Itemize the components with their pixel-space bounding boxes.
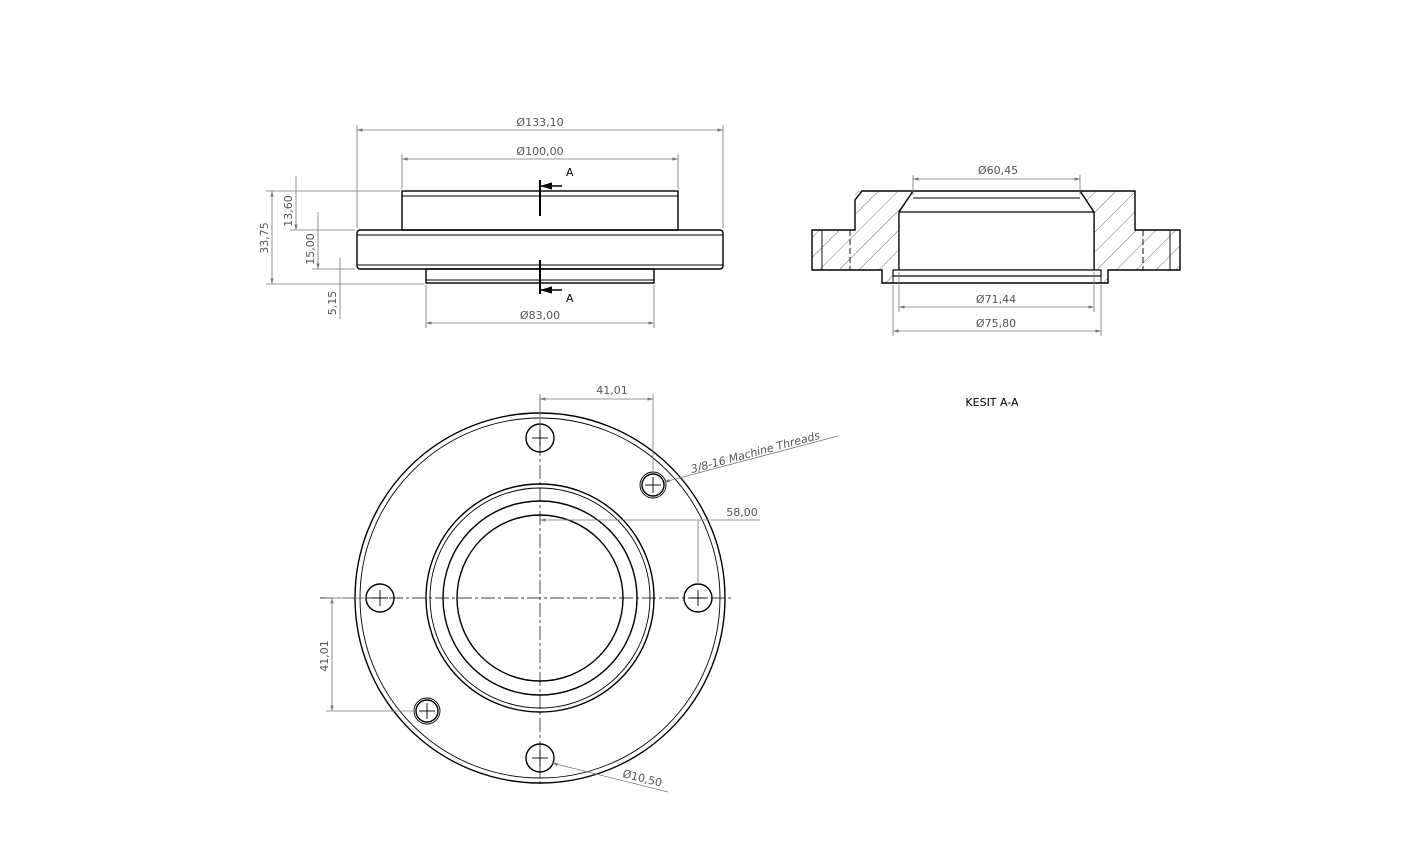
dim-horizontal-offset: 41,01 xyxy=(596,384,628,397)
dim-bottom-height: 5,15 xyxy=(326,291,339,316)
dim-bottom-dia: Ø83,00 xyxy=(520,309,560,322)
dim-outer-dia: Ø133,10 xyxy=(516,116,563,129)
dim-top-bore: Ø60,45 xyxy=(978,164,1018,177)
dim-total-height: 33,75 xyxy=(258,222,271,254)
section-title: KESIT A-A xyxy=(965,396,1019,409)
section-view: Ø60,45 Ø71,44 Ø75,80 KESIT A-A xyxy=(811,164,1181,409)
dim-flange-height: 15,00 xyxy=(304,233,317,265)
thread-callout: 3/8-16 Machine Threads xyxy=(689,429,821,476)
threaded-hole-lower-left xyxy=(413,697,441,725)
section-mark-top: A xyxy=(566,166,574,179)
bolt-hole-bottom xyxy=(525,743,555,773)
section-right-solid xyxy=(1080,191,1143,283)
dim-radius: 58,00 xyxy=(726,506,758,519)
threaded-hole-upper-right xyxy=(639,471,667,499)
dim-boss-height: 13,60 xyxy=(282,195,295,227)
section-left-solid xyxy=(850,191,913,283)
dim-vertical-offset: 41,01 xyxy=(318,640,331,672)
hole-dia: Ø10,50 xyxy=(621,767,663,789)
dim-groove: Ø75,80 xyxy=(976,317,1016,330)
section-mark-bottom: A xyxy=(566,292,574,305)
front-view: A A Ø133,10 Ø100,00 Ø83,00 33,75 13,60 1… xyxy=(258,116,724,328)
top-view: 41,01 58,00 41,01 3/8-16 Machine Threads… xyxy=(318,384,839,793)
dim-bore: Ø71,44 xyxy=(976,293,1016,306)
dim-boss-dia: Ø100,00 xyxy=(516,145,563,158)
